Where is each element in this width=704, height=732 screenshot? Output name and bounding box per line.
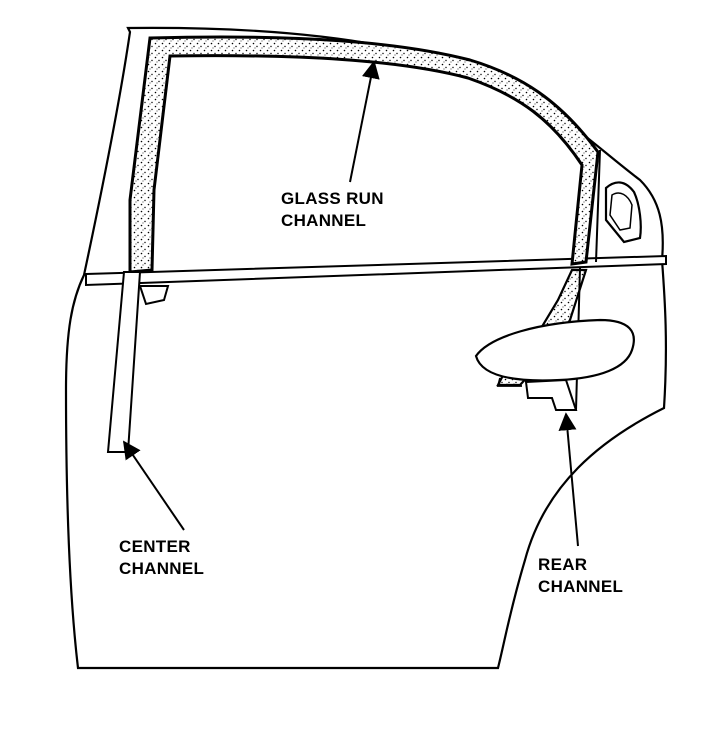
glass-run-channel-label: GLASS RUN CHANNEL <box>281 188 384 232</box>
glass-run-channel-frame <box>128 35 600 274</box>
glass-run-channel-label-line2: CHANNEL <box>281 211 367 230</box>
center-channel-label-line2: CHANNEL <box>119 559 205 578</box>
window-inner-edge <box>169 54 584 265</box>
mirror-mount <box>604 181 642 244</box>
glass-run-arrow <box>349 60 380 183</box>
rear-channel-label: REAR CHANNEL <box>538 554 623 598</box>
center-channel-label-line1: CENTER <box>119 537 191 556</box>
belt-line-strip <box>85 254 667 287</box>
rear-channel-piece <box>524 378 578 411</box>
center-channel-label: CENTER CHANNEL <box>119 536 204 580</box>
glass-run-channel-label-line1: GLASS RUN <box>281 189 384 208</box>
rear-channel-label-line2: CHANNEL <box>538 577 624 596</box>
rear-channel-arrow <box>558 412 579 547</box>
center-channel-arrow <box>122 440 185 531</box>
center-channel-bar <box>106 271 142 453</box>
rear-channel-label-line1: REAR <box>538 555 588 574</box>
door-handle-recess <box>474 318 635 382</box>
